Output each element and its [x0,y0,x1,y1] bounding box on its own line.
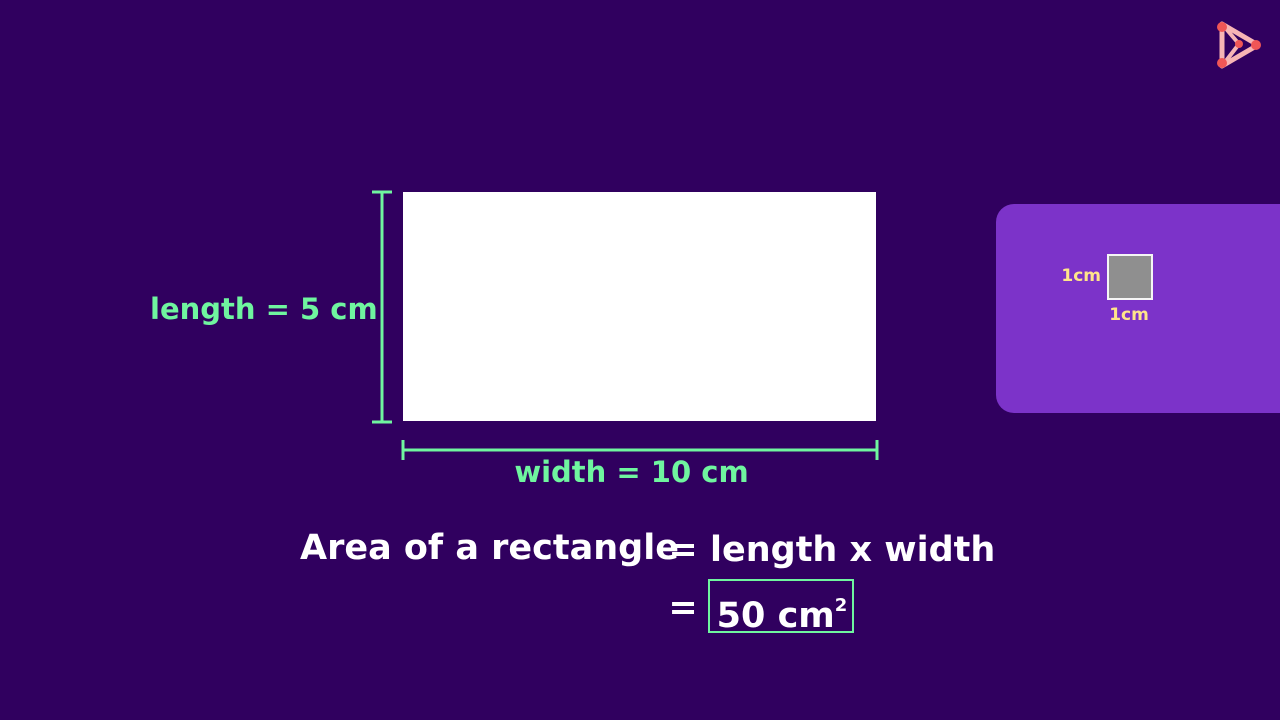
formula-equals-sign: = [668,530,698,570]
formula-left-side: Area of a rectangle [300,528,679,568]
result-number: 50 cm [716,596,835,636]
length-label: length = 5 cm [150,292,378,326]
result-exponent: 2 [834,595,848,616]
unit-square [1107,254,1153,300]
formula-right-side: length x width [710,530,996,570]
unit-bottom-label: 1cm [1109,305,1149,325]
width-label: width = 10 cm [514,455,749,489]
result-highlight-box [708,579,854,633]
unit-square-panel [996,204,1280,413]
result-value: 50 cm2 [712,582,852,636]
length-measure-line [372,190,392,424]
rectangle-shape [403,192,876,421]
brand-logo-icon [1217,21,1261,69]
result-equals-sign: = [668,588,698,628]
width-measure-line [401,440,879,460]
unit-side-label: 1cm [1061,266,1101,286]
